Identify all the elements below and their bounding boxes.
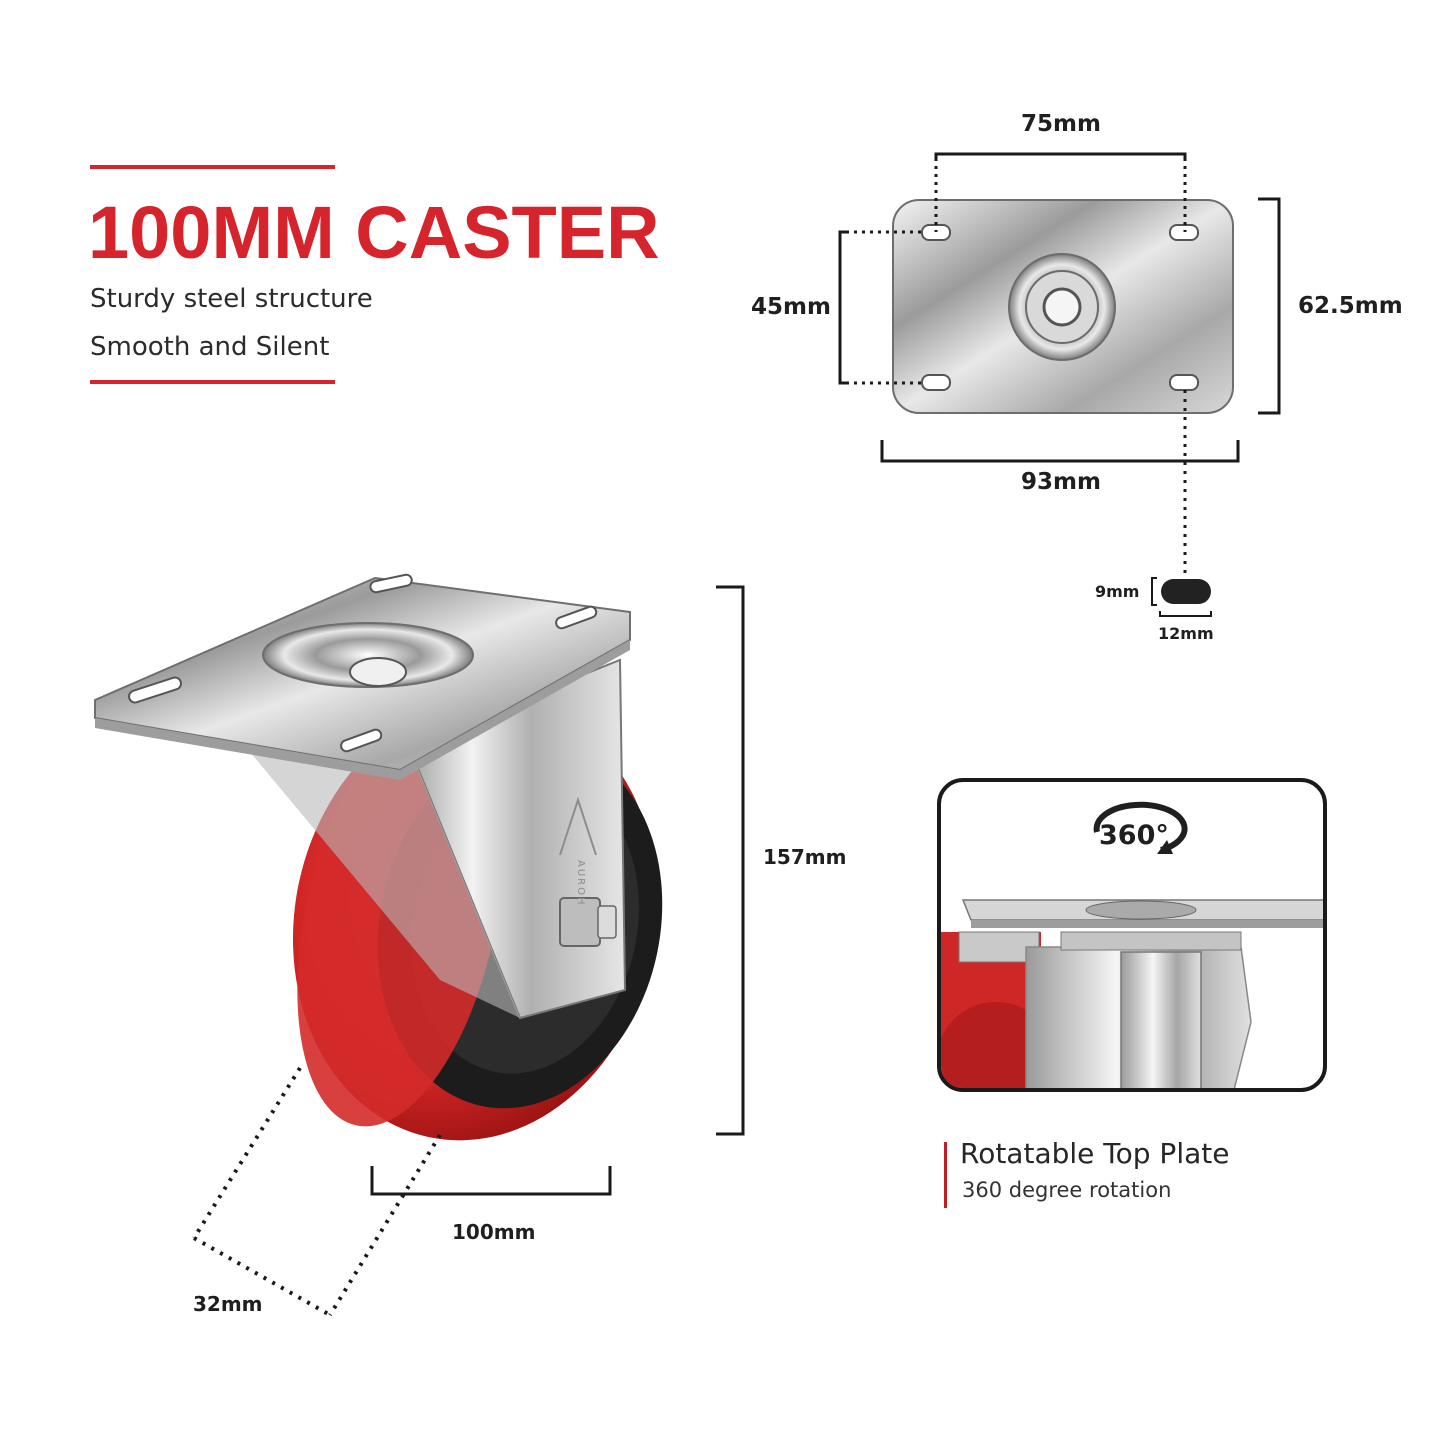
feature-line-2: Smooth and Silent — [90, 332, 330, 362]
dim-100mm-bracket — [370, 1166, 612, 1196]
brand-logo-text: AUROH — [575, 860, 586, 907]
dim-32mm-bracket — [192, 1066, 442, 1317]
slot-detail — [1151, 577, 1212, 617]
rotation-feature-card: 360° — [937, 778, 1327, 1092]
bottom-accent-rule — [90, 380, 335, 384]
dim-157mm-bracket — [716, 585, 745, 1136]
label-45mm: 45mm — [751, 294, 831, 320]
dim-45mm-bracket — [838, 230, 922, 385]
label-75mm: 75mm — [1021, 111, 1101, 137]
mount-hole-top-left — [921, 224, 951, 241]
feature-line-1: Sturdy steel structure — [90, 284, 373, 314]
feature-accent-bar — [944, 1142, 947, 1208]
label-157mm: 157mm — [763, 845, 847, 869]
mount-hole-bottom-left — [921, 374, 951, 391]
label-9mm: 9mm — [1095, 582, 1140, 601]
top-accent-rule — [90, 165, 335, 169]
product-title: 100MM CASTER — [88, 191, 660, 274]
mount-hole-bottom-right — [1169, 374, 1199, 391]
dim-62-5mm-bracket — [1258, 197, 1281, 415]
dim-75mm-bracket — [934, 152, 1187, 232]
label-100mm: 100mm — [452, 1220, 536, 1244]
rotating-plate-closeup — [941, 801, 1323, 1088]
label-62-5mm: 62.5mm — [1298, 293, 1403, 319]
label-32mm: 32mm — [193, 1292, 263, 1316]
caster-illustration — [94, 573, 663, 1141]
badge-360: 360° — [1099, 820, 1169, 851]
feature-subtitle: 360 degree rotation — [962, 1178, 1172, 1202]
feature-title: Rotatable Top Plate — [960, 1137, 1230, 1170]
mount-hole-top-right — [1169, 224, 1199, 241]
brand-logo-mark — [559, 796, 597, 856]
mounting-plate — [892, 199, 1234, 414]
label-93mm: 93mm — [1021, 469, 1101, 495]
label-12mm: 12mm — [1158, 624, 1214, 643]
dim-93mm-bracket — [880, 440, 1240, 463]
